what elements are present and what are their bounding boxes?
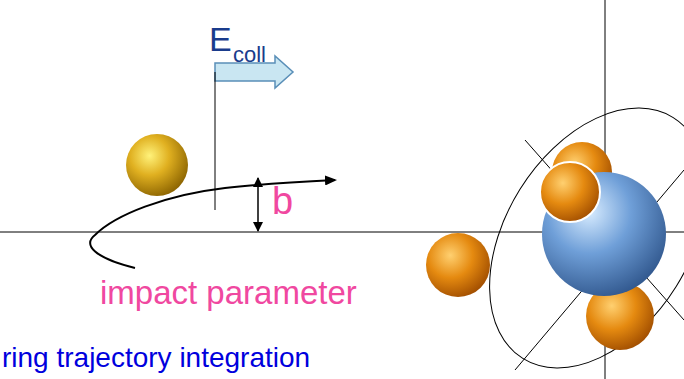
h-atom <box>540 162 600 222</box>
orbit-ellipse <box>445 69 684 379</box>
impact-parameter-label: impact parameter <box>100 276 357 309</box>
diagonal-axis <box>525 140 684 320</box>
energy-subscript: coll <box>233 44 266 66</box>
impact-parameter-symbol: b <box>272 182 293 220</box>
trajectory-curve <box>90 180 335 268</box>
h-atom <box>426 233 490 297</box>
method-label: ring trajectory integration <box>2 344 310 372</box>
impact-parameter-arrow <box>257 178 259 231</box>
energy-symbol: E <box>209 22 232 56</box>
projectile-atom <box>126 134 188 196</box>
